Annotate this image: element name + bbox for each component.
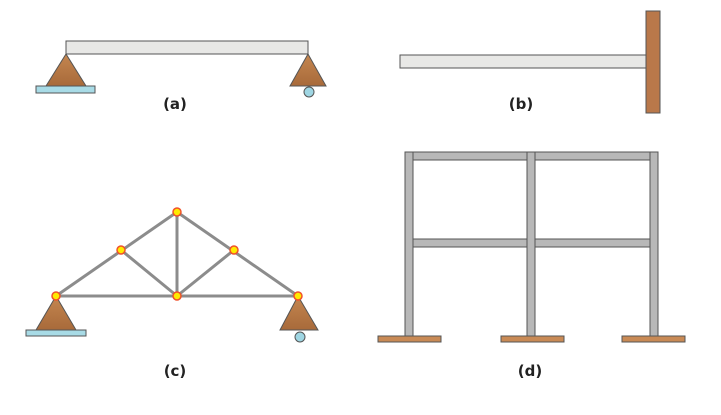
roof-beam: [534, 151, 651, 161]
roof-beam: [412, 151, 528, 161]
truss-member: [176, 248, 235, 298]
roller-support: [279, 294, 319, 331]
footing: [377, 335, 442, 343]
label-d: (d): [518, 362, 542, 380]
portal-frame: [404, 151, 659, 337]
column: [404, 151, 414, 337]
floor-beam: [412, 238, 528, 248]
cantilever-beam: [399, 10, 661, 114]
pin-support: [45, 53, 87, 87]
floor-beam: [534, 238, 651, 248]
pin-support: [35, 295, 77, 331]
label-a: (a): [163, 95, 187, 113]
truss-nodes: [51, 207, 303, 301]
column: [649, 151, 659, 337]
truss-node: [172, 291, 182, 301]
ground-plate: [25, 329, 87, 337]
simply-supported-beam: [35, 40, 327, 98]
beam: [399, 54, 647, 69]
truss-node: [51, 291, 61, 301]
truss-member: [120, 248, 178, 298]
footing: [500, 335, 565, 343]
truss-member: [176, 210, 299, 298]
fixed-wall: [645, 10, 661, 114]
truss: [55, 210, 299, 298]
truss-node: [116, 245, 126, 255]
footings: [377, 335, 686, 343]
roller-support: [289, 52, 327, 87]
roller-icon: [303, 86, 315, 98]
label-c: (c): [164, 362, 187, 380]
beam: [65, 40, 309, 55]
truss-member: [55, 210, 178, 298]
footing: [621, 335, 686, 343]
roller-icon: [294, 331, 306, 343]
ground-plate: [35, 85, 96, 94]
truss-node: [172, 207, 182, 217]
truss-node: [229, 245, 239, 255]
column: [526, 151, 536, 337]
truss-node: [293, 291, 303, 301]
label-b: (b): [509, 95, 533, 113]
